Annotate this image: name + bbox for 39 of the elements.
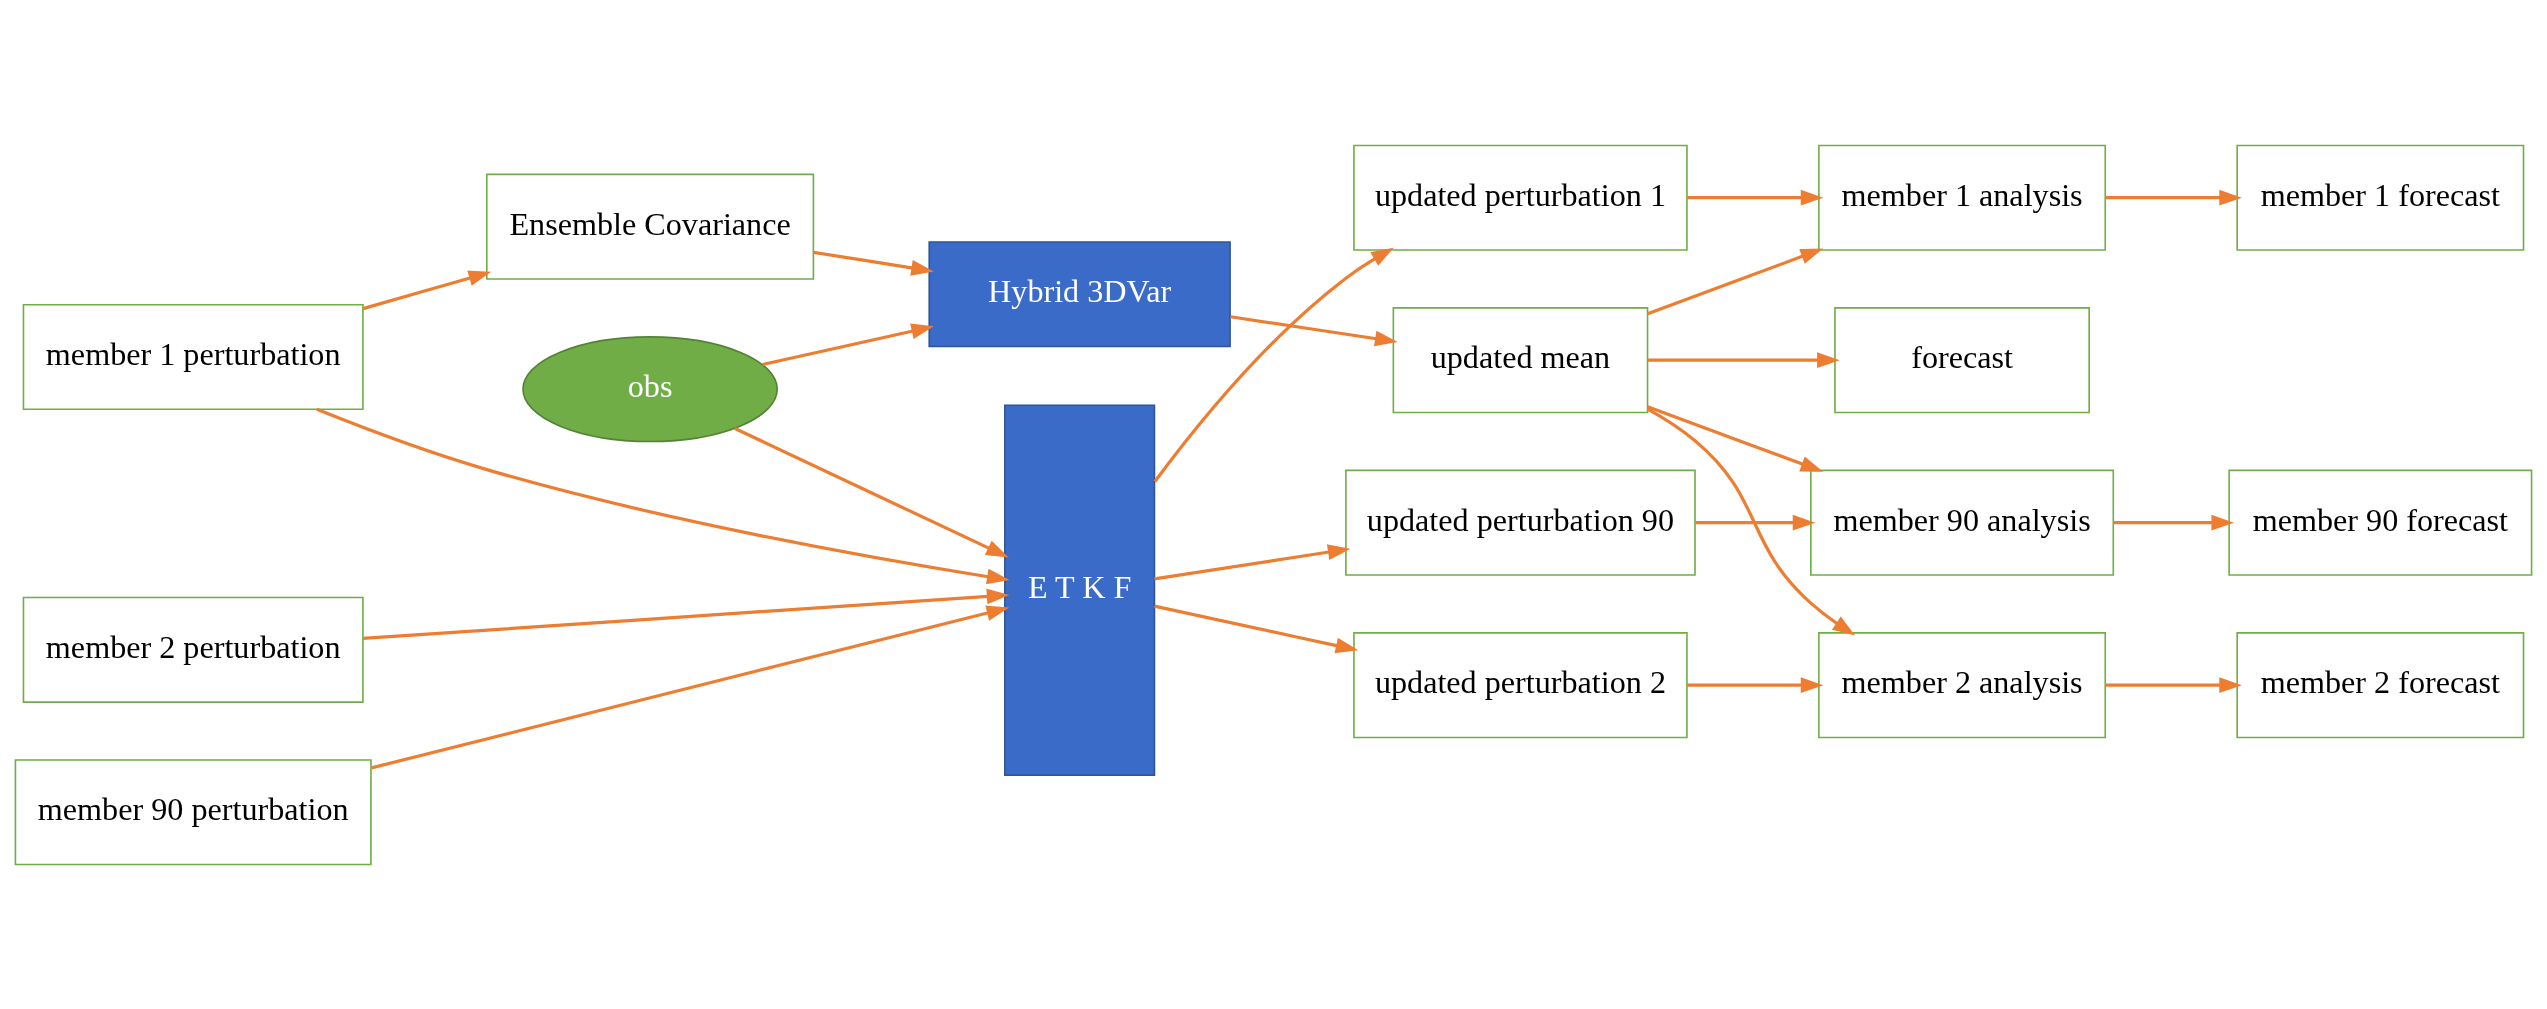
arrow: [1647, 404, 1824, 472]
arrow: [1154, 604, 1359, 653]
arrow: [371, 604, 1010, 769]
arrow: [1687, 676, 1824, 693]
arrow: [1647, 248, 1824, 315]
arrow: [1153, 247, 1394, 482]
node-box: member 1 analysis: [1818, 144, 2107, 251]
arrow: [1154, 543, 1351, 581]
node-ellipse: obs: [522, 335, 778, 442]
node-box: updated mean: [1392, 306, 1649, 413]
arrow: [1230, 314, 1398, 346]
arrow: [1687, 189, 1824, 206]
arrow: [813, 250, 934, 276]
node-box: Ensemble Covariance: [486, 173, 815, 280]
node-box: member 2 perturbation: [22, 596, 364, 703]
node-box: member 90 forecast: [2228, 469, 2533, 576]
arrow: [1695, 514, 1816, 531]
arrow: [2105, 676, 2242, 693]
node-box: updated perturbation 2: [1353, 631, 1688, 738]
node-box: forecast: [1834, 306, 2090, 413]
node-box: Hybrid 3DVar: [928, 240, 1231, 347]
arrow: [734, 426, 1009, 558]
node-box: member 90 analysis: [1810, 469, 2115, 576]
node-box: E T K F: [1004, 403, 1156, 776]
arrow: [362, 270, 492, 310]
node-box: member 2 forecast: [2236, 631, 2525, 738]
arrow: [316, 407, 1010, 584]
arrow: [762, 323, 934, 366]
node-box: member 1 perturbation: [22, 303, 364, 410]
node-box: member 1 forecast: [2236, 144, 2525, 251]
node-box: updated perturbation 90: [1345, 469, 1696, 576]
node-box: updated perturbation 1: [1353, 144, 1688, 251]
arrow: [1647, 351, 1840, 368]
node-box: member 90 perturbation: [14, 758, 372, 865]
arrow: [362, 588, 1010, 640]
arrow: [1646, 407, 1856, 636]
node-box: member 2 analysis: [1818, 631, 2107, 738]
arrow: [2105, 189, 2242, 206]
arrow: [2113, 514, 2234, 531]
